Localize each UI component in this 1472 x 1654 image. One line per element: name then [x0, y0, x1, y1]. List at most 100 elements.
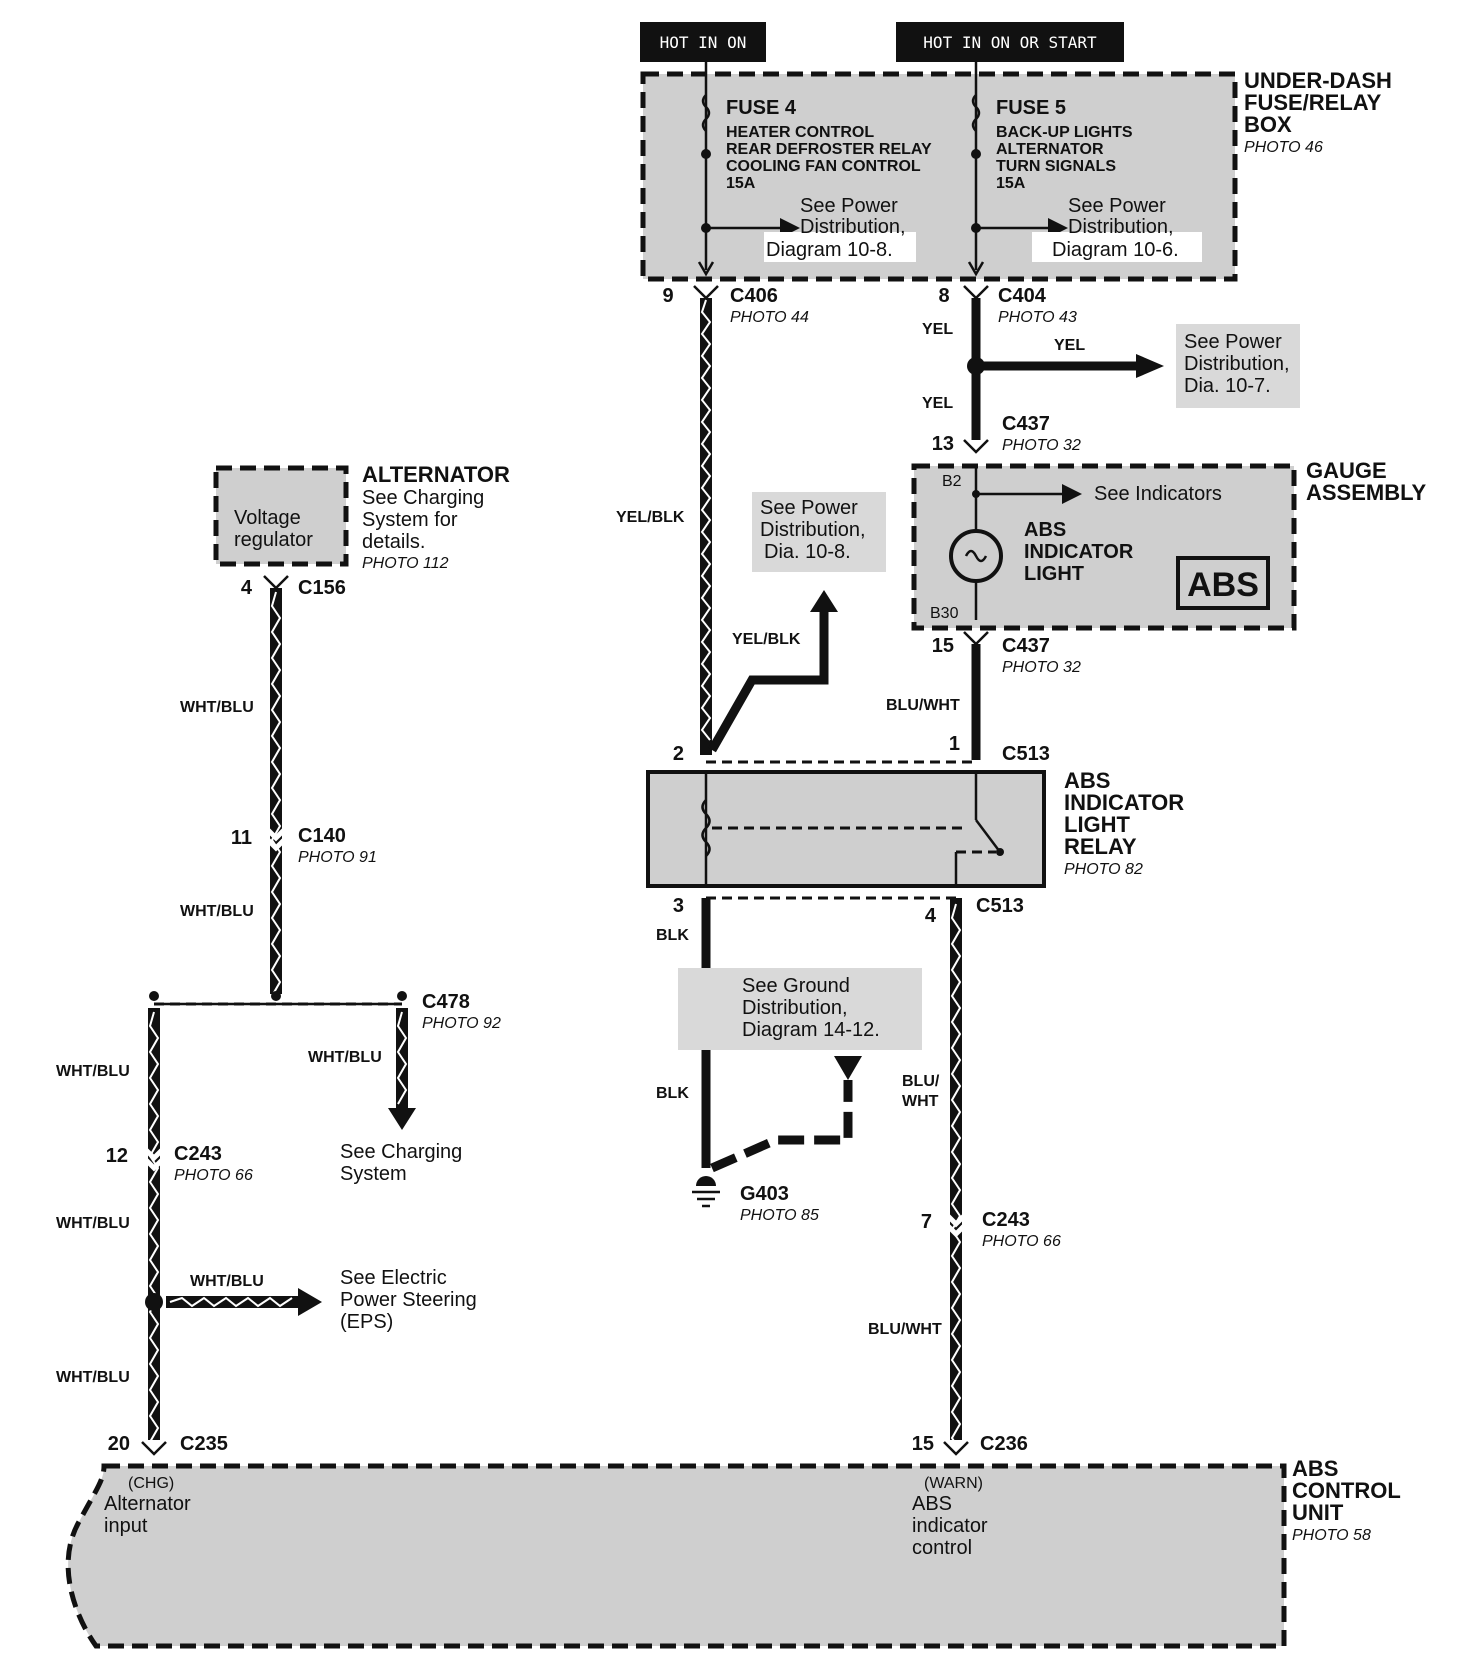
- c437b-photo: PHOTO 32: [1002, 659, 1081, 676]
- wire-label-wht-blu-7: WHT/BLU: [56, 1369, 130, 1386]
- note-power-10-8: See Power Distribution, Dia. 10-8.: [752, 492, 886, 572]
- fuse-box-title-3: BOX: [1244, 112, 1292, 137]
- c437a-pin: 13: [932, 433, 954, 455]
- abs-unit-title-1: ABS: [1292, 1456, 1338, 1481]
- note-eps-2: Power Steering: [340, 1289, 477, 1311]
- abs-badge: [1176, 556, 1270, 610]
- c156-pin: 4: [241, 577, 253, 599]
- wire-label-blu-wht-2a: BLU/: [902, 1073, 940, 1090]
- wire-label-yel-3: YEL: [922, 395, 953, 412]
- fuse5-see-2: Distribution,: [1068, 216, 1174, 238]
- c140-name: C140: [298, 825, 346, 847]
- c437b-name: C437: [1002, 635, 1050, 657]
- wire-wht-blu-charging: [396, 1008, 408, 1112]
- power-label-hot-on-start-text: HOT IN ON OR START: [923, 33, 1097, 52]
- g403-photo: PHOTO 85: [740, 1207, 819, 1224]
- note-eps-1: See Electric: [340, 1267, 447, 1289]
- fuse4-name: FUSE 4: [726, 97, 797, 119]
- fuse-box-photo: PHOTO 46: [1244, 139, 1323, 156]
- c437b-pin: 15: [932, 635, 954, 657]
- c140-pin: 11: [231, 827, 252, 849]
- note-10-8-line-1: See Power: [760, 497, 858, 519]
- wire-label-yel-blk-2: YEL/BLK: [732, 631, 801, 648]
- c437a-name: C437: [1002, 413, 1050, 435]
- fuse5-line-1: BACK-UP LIGHTS: [996, 124, 1133, 141]
- splice-eps: [145, 1293, 163, 1311]
- c243a-photo: PHOTO 66: [174, 1167, 253, 1184]
- c513a-name: C513: [1002, 743, 1050, 765]
- wire-wht-blu-eps: [166, 1296, 300, 1308]
- c404-photo: PHOTO 43: [998, 309, 1077, 326]
- wire-label-wht-blu-3: WHT/BLU: [308, 1049, 382, 1066]
- fuse-box-title-1: UNDER-DASH: [1244, 68, 1392, 93]
- c243a-name: C243: [174, 1143, 222, 1165]
- power-label-hot-on-text: HOT IN ON: [660, 33, 747, 52]
- gauge-title-2: ASSEMBLY: [1306, 480, 1427, 505]
- note-eps-3: (EPS): [340, 1311, 393, 1333]
- abs-badge-text: ABS: [1187, 566, 1259, 604]
- wire-label-blu-wht-3: BLU/WHT: [868, 1321, 942, 1338]
- alternator-desc-1: See Charging: [362, 487, 484, 509]
- c404-name: C404: [998, 285, 1047, 307]
- fuse4-line-2: REAR DEFROSTER RELAY: [726, 141, 932, 158]
- abs-unit-photo: PHOTO 58: [1292, 1527, 1371, 1544]
- note-10-7-line-1: See Power: [1184, 331, 1282, 353]
- fuse4-line-1: HEATER CONTROL: [726, 124, 874, 141]
- c243b-name: C243: [982, 1209, 1030, 1231]
- fuse4-symbol: [701, 94, 711, 132]
- c243b-pin: 7: [921, 1211, 932, 1233]
- wire-label-blk-2: BLK: [656, 1085, 689, 1102]
- gauge-pin-b2: B2: [942, 473, 962, 490]
- wire-blk-branch: [710, 1080, 853, 1173]
- alternator: Voltage regulator ALTERNATOR See Chargin…: [213, 462, 510, 572]
- wire-label-blu-wht-1: BLU/WHT: [886, 697, 960, 714]
- wire-yel-blk-branch: [708, 612, 829, 753]
- alternator-desc-2: System for: [362, 509, 458, 531]
- wire-label-wht-blu-1: WHT/BLU: [180, 699, 254, 716]
- abs-unit-left-2: input: [104, 1515, 148, 1537]
- note-10-8-line-2: Distribution,: [760, 519, 866, 541]
- c406-photo: PHOTO 44: [730, 309, 809, 326]
- power-label-hot-on-start: HOT IN ON OR START: [896, 22, 1124, 62]
- relay-title-1: ABS: [1064, 768, 1110, 793]
- abs-unit-right-1: ABS: [912, 1493, 952, 1515]
- ground-icon: [692, 1176, 720, 1208]
- fuse4-see-2: Distribution,: [800, 216, 906, 238]
- note-ground-line-1: See Ground: [742, 975, 850, 997]
- relay-title-2: INDICATOR: [1064, 790, 1184, 815]
- note-10-8-line-3: Dia. 10-8.: [764, 541, 851, 563]
- fuse5-line-3: TURN SIGNALS: [996, 158, 1116, 175]
- note-ground-line-3: Diagram 14-12.: [742, 1019, 880, 1041]
- note-10-7-line-2: Distribution,: [1184, 353, 1290, 375]
- abs-unit-right-2: indicator: [912, 1515, 988, 1537]
- wire-label-wht-blu-2: WHT/BLU: [180, 903, 254, 920]
- c406-name: C406: [730, 285, 778, 307]
- wire-label-blk-1: BLK: [656, 927, 689, 944]
- gauge-assembly: See Indicators B2 B30 ABS INDICATOR LIGH…: [911, 458, 1427, 631]
- fuse4-see-3: Diagram 10-8.: [766, 239, 893, 261]
- note-ground-line-2: Distribution,: [742, 997, 848, 1019]
- alternator-title: ALTERNATOR: [362, 462, 510, 487]
- abs-unit-title-2: CONTROL: [1292, 1478, 1401, 1503]
- fuse5-name: FUSE 5: [996, 97, 1066, 119]
- abs-unit-left-1: Alternator: [104, 1493, 191, 1515]
- c513b-name: C513: [976, 895, 1024, 917]
- c243b-photo: PHOTO 66: [982, 1233, 1061, 1250]
- c513b-pin-left: 3: [673, 895, 684, 917]
- alternator-desc-3: details.: [362, 531, 425, 553]
- c236-pin: 15: [912, 1433, 934, 1455]
- fuse5-see-3: Diagram 10-6.: [1052, 239, 1179, 261]
- fuse5-line-4: 15A: [996, 175, 1026, 192]
- c404-pin: 8: [938, 285, 949, 307]
- abs-light-2: INDICATOR: [1024, 541, 1134, 563]
- c235-pin: 20: [108, 1433, 130, 1455]
- g403-name: G403: [740, 1183, 789, 1205]
- c478-photo: PHOTO 92: [422, 1015, 501, 1032]
- wire-label-wht-blu-6: WHT/BLU: [190, 1273, 264, 1290]
- c236-name: C236: [980, 1433, 1028, 1455]
- abs-control-unit: (CHG) Alternator input (WARN) ABS indica…: [65, 1456, 1401, 1649]
- wire-label-wht-blu-4: WHT/BLU: [56, 1063, 130, 1080]
- fuse4-line-3: COOLING FAN CONTROL: [726, 158, 921, 175]
- note-power-10-7: See Power Distribution, Dia. 10-7.: [1176, 324, 1300, 408]
- c235-name: C235: [180, 1433, 228, 1455]
